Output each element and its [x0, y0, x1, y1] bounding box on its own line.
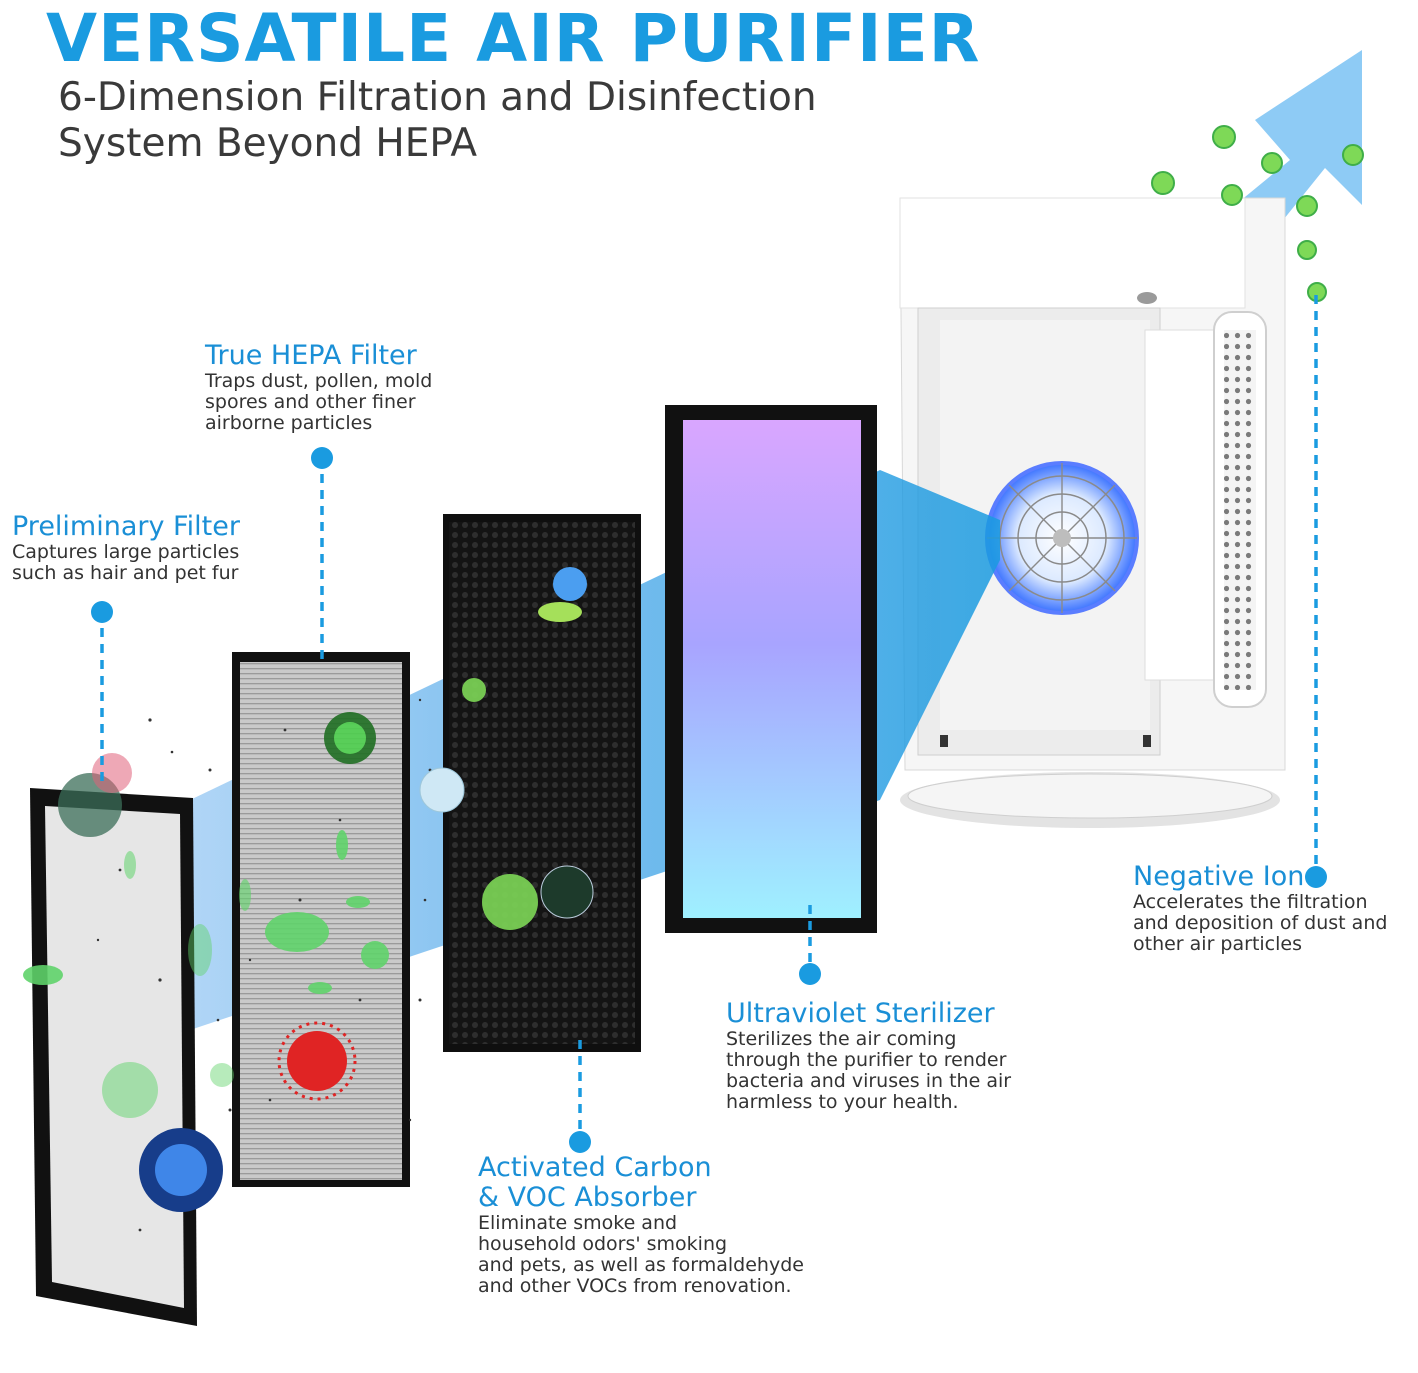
label-title: Preliminary Filter [12, 511, 240, 542]
carbon-filter [443, 514, 641, 1052]
red-germ [277, 1021, 357, 1101]
uv-panel [665, 405, 877, 933]
subtitle-line-2: System Beyond HEPA [58, 121, 478, 166]
bubble-germs [58, 567, 594, 919]
green-germs [23, 678, 538, 1118]
label-desc-line: and deposition of dust and [1133, 912, 1388, 934]
label-desc-line: such as hair and pet fur [12, 562, 239, 584]
leader-lines [100, 295, 1318, 1140]
subtitle-line-1: 6-Dimension Filtration and Disinfection [58, 75, 817, 120]
label-desc-line: airborne particles [205, 412, 373, 434]
label-title: Negative Ion [1133, 861, 1305, 892]
label-desc-line: other air particles [1133, 933, 1302, 955]
label-carbon-filter: Activated Carbon & VOC Absorber Eliminat… [478, 1153, 804, 1297]
label-desc-line: Eliminate smoke and [478, 1212, 678, 1234]
label-title: Ultraviolet Sterilizer [726, 998, 995, 1029]
label-desc-line: Sterilizes the air coming [726, 1028, 957, 1050]
label-title: & VOC Absorber [478, 1182, 697, 1213]
label-desc-line: Captures large particles [12, 541, 240, 563]
label-hepa-filter: True HEPA Filter Traps dust, pollen, mol… [205, 341, 432, 434]
label-uv-sterilizer: Ultraviolet Sterilizer Sterilizes the ai… [726, 999, 1011, 1113]
label-negative-ion: Negative Ion Accelerates the filtration … [1133, 862, 1387, 955]
label-desc-line: bacteria and viruses in the air [726, 1070, 1012, 1092]
purifier-unit [899, 197, 1286, 828]
label-desc-line: spores and other finer [205, 391, 416, 413]
label-desc-line: and pets, as well as formaldehyde [478, 1254, 804, 1276]
preliminary-filter [30, 788, 197, 1326]
label-title: True HEPA Filter [205, 340, 417, 371]
label-desc-line: household odors' smoking [478, 1233, 728, 1255]
label-desc-line: through the purifier to render [726, 1049, 1007, 1071]
ion-dots [1151, 125, 1364, 302]
page-title: VERSATILE AIR PURIFIER [46, 0, 981, 77]
blue-germ [139, 1128, 223, 1212]
leader-dots [91, 447, 1327, 1153]
label-desc-line: and other VOCs from renovation. [478, 1275, 792, 1297]
label-desc-line: harmless to your health. [726, 1091, 959, 1113]
label-title: Activated Carbon [478, 1152, 712, 1183]
label-desc-line: Accelerates the filtration [1133, 891, 1368, 913]
label-desc-line: Traps dust, pollen, mold [205, 370, 433, 392]
label-preliminary-filter: Preliminary Filter Captures large partic… [12, 512, 240, 584]
